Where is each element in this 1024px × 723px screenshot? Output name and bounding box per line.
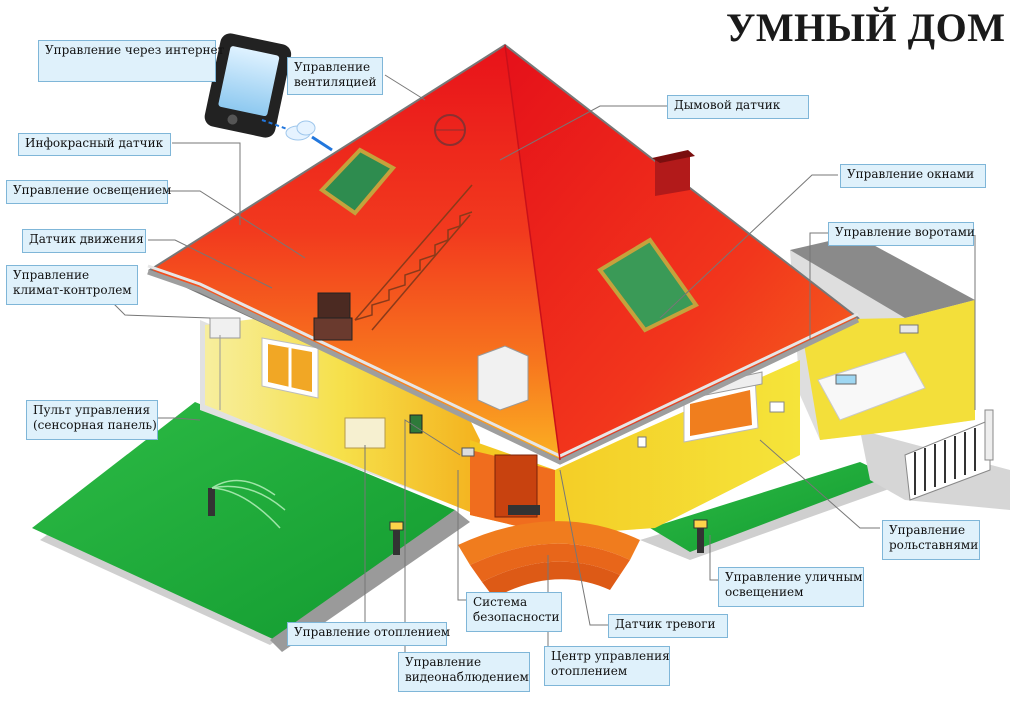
- garage: [790, 235, 975, 440]
- sprinkler-icon: [208, 479, 286, 529]
- label-text: Датчик тревоги: [615, 617, 716, 631]
- label-text-line-2: вентиляцией: [294, 75, 377, 89]
- label-lighting-control: Управление освещением: [6, 180, 172, 204]
- cloud-icon: [261, 119, 333, 152]
- lamp-post-icon: [389, 519, 708, 555]
- label-control-panel: Пульт управления (сенсорная панель): [26, 400, 158, 440]
- label-video-surveillance-control: Управление видеонаблюдением: [398, 652, 530, 692]
- interior-stairs: [354, 184, 473, 331]
- label-heating-control-center: Центр управления отоплением: [544, 646, 670, 686]
- label-text-line-1: Пульт управления: [33, 403, 151, 417]
- label-text: Инфокрасный датчик: [25, 136, 164, 150]
- label-internet-control: Управление через интернет: [38, 40, 224, 82]
- label-text-line-2: рольставнями: [889, 538, 979, 552]
- label-heating-control: Управление отоплением: [287, 622, 451, 646]
- label-text-line-2: освещением: [725, 585, 804, 599]
- smartphone-icon: [204, 33, 292, 138]
- page-title: УМНЫЙ ДОМ: [726, 5, 1006, 50]
- label-smoke-detector: Дымовой датчик: [667, 95, 809, 119]
- label-text-line-1: Управление: [294, 60, 371, 74]
- roof-windows: [318, 147, 699, 333]
- label-shutter-control: Управление рольставнями: [882, 520, 980, 560]
- label-ventilation-control: Управление вентиляцией: [287, 57, 383, 95]
- label-text-line-1: Центр управления: [551, 649, 670, 663]
- label-security-system: Система безопасности: [466, 592, 562, 632]
- label-window-control: Управление окнами: [840, 164, 986, 188]
- label-text-line-2: безопасности: [473, 610, 560, 624]
- label-climate-control: Управление климат-контролем: [6, 265, 138, 305]
- label-motion-sensor: Датчик движения: [22, 229, 146, 253]
- label-text-line-1: Управление: [13, 268, 90, 282]
- label-text-line-1: Управление: [405, 655, 482, 669]
- porch-steps: [458, 521, 640, 598]
- roof: [147, 43, 860, 465]
- label-text: Управление воротами: [835, 225, 975, 239]
- label-text-line-2: климат-контролем: [13, 283, 132, 297]
- label-alarm-sensor: Датчик тревоги: [608, 614, 728, 638]
- label-text-line-2: (сенсорная панель): [33, 418, 157, 432]
- label-text-line-1: Управление: [889, 523, 966, 537]
- label-text: Датчик движения: [29, 232, 144, 246]
- label-text: Управление освещением: [13, 183, 172, 197]
- appliances: [209, 114, 785, 457]
- label-street-lighting-control: Управление уличным освещением: [718, 567, 864, 607]
- label-infrared-sensor: Инфокрасный датчик: [18, 133, 171, 156]
- label-text-line-1: Управление уличным: [725, 570, 863, 584]
- label-text-line-2: отоплением: [551, 664, 628, 678]
- label-text-line-2: видеонаблюдением: [405, 670, 529, 684]
- label-text-line-1: Система: [473, 595, 528, 609]
- label-text: Управление через интернет: [45, 43, 225, 57]
- gate: [904, 409, 994, 501]
- label-text: Управление окнами: [847, 167, 975, 181]
- label-text: Управление отоплением: [294, 625, 451, 639]
- label-gate-control: Управление воротами: [828, 222, 975, 246]
- label-text: Дымовой датчик: [674, 98, 781, 112]
